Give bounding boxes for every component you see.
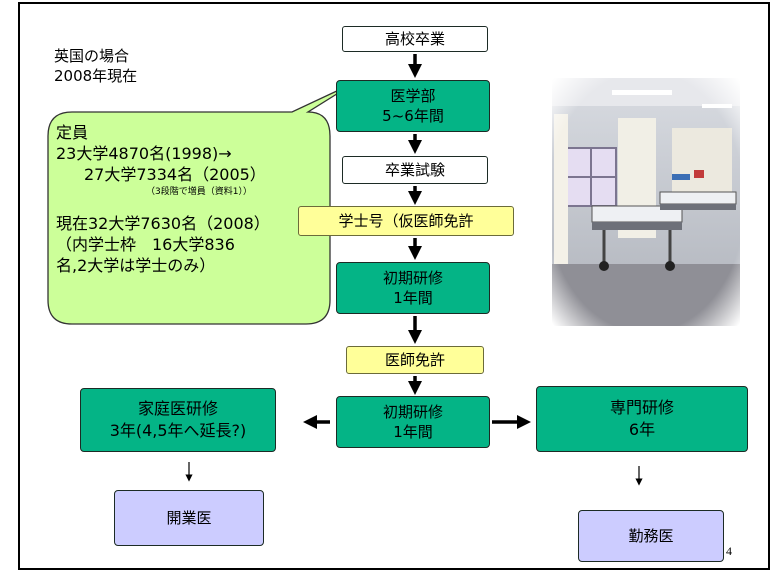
label-med-school: 医学部 [390, 87, 436, 105]
box-gp-training: 家庭医研修 3年(4,5年へ延長?) [80, 388, 276, 452]
box-final-exam: 卒業試験 [342, 156, 488, 184]
label-employed: 勤務医 [628, 527, 674, 545]
title-block: 英国の場合 2008年現在 [54, 46, 137, 86]
flow-arrows [185, 54, 643, 486]
label-license: 医師免許 [384, 351, 445, 369]
label-practitioner: 開業医 [166, 509, 212, 527]
label-graduation: 高校卒業 [384, 30, 445, 48]
callout-line-6: 名,2大学は学士のみ） [56, 256, 216, 275]
label-med-school-years: 5~6年間 [382, 107, 444, 125]
box-employed-doctor: 勤務医 [578, 510, 724, 562]
box-bachelor-degree: 学士号（仮医師免許 [298, 206, 514, 236]
box-medical-school: 医学部 5~6年間 [336, 80, 490, 132]
page-number: 4 [726, 544, 732, 558]
label-initial2: 初期研修 [382, 403, 443, 421]
box-medical-license: 医師免許 [346, 346, 484, 374]
box-initial-training-2: 初期研修 1年間 [336, 396, 490, 448]
label-final-exam: 卒業試験 [384, 161, 445, 179]
callout-line-1: 23大学4870名(1998)→ [56, 144, 232, 163]
box-practitioner: 開業医 [114, 490, 264, 546]
box-high-school-graduation: 高校卒業 [342, 26, 488, 52]
label-initial1-years: 1年間 [393, 289, 433, 307]
label-specialist: 専門研修 [609, 398, 674, 417]
slide: 英国の場合 2008年現在 定員 23大学4870名(1998)→ 27大学73… [18, 2, 770, 570]
callout-line-4: 現在32大学7630名（2008） [56, 214, 270, 233]
label-specialist-years: 6年 [628, 420, 656, 439]
label-initial1: 初期研修 [382, 269, 443, 287]
hospital-ward-photo [552, 78, 740, 326]
box-specialist-training: 専門研修 6年 [536, 386, 748, 452]
title-line-2: 2008年現在 [54, 67, 138, 85]
callout-line-2: 27大学7334名（2005） [84, 165, 266, 184]
callout-text: 定員 23大学4870名(1998)→ 27大学7334名（2005） （3段階… [56, 122, 270, 276]
label-initial2-years: 1年間 [393, 423, 433, 441]
callout-line-5: （内学士枠 16大学836 [56, 235, 235, 254]
callout-shape [47, 81, 357, 325]
label-gp-training: 家庭医研修 [137, 399, 218, 418]
label-gp-years: 3年(4,5年へ延長?) [109, 421, 247, 440]
callout-line-3: （3段階で増員（資料1）） [146, 187, 252, 197]
label-degree: 学士号（仮医師免許 [338, 212, 474, 230]
box-initial-training-1: 初期研修 1年間 [336, 262, 490, 314]
callout-heading: 定員 [56, 123, 89, 142]
title-line-1: 英国の場合 [54, 47, 130, 65]
